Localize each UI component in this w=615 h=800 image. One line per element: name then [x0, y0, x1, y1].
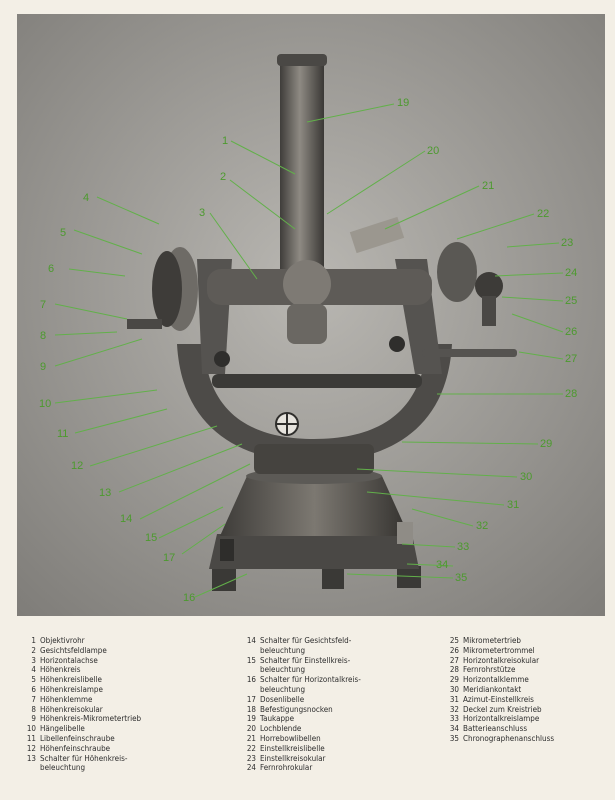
callout-27: 27	[565, 353, 577, 365]
callout-31: 31	[507, 499, 519, 511]
callout-15: 15	[145, 532, 157, 544]
callout-32: 32	[476, 520, 488, 532]
callout-35: 35	[455, 572, 467, 584]
callout-13: 13	[99, 487, 111, 499]
callout-2: 2	[220, 171, 226, 183]
callout-14: 14	[120, 513, 132, 525]
callout-numbers: 1 2 3 4 5 6 7 8 9 10 11 12 13 14 15 16 1…	[39, 97, 577, 604]
callout-24: 24	[565, 267, 577, 279]
callout-16: 16	[183, 592, 195, 604]
callout-26: 26	[565, 326, 577, 338]
callout-10: 10	[39, 398, 51, 410]
callout-11: 11	[57, 428, 68, 440]
callout-leaders	[54, 103, 564, 598]
callout-28: 28	[565, 388, 577, 400]
callout-19: 19	[397, 97, 409, 109]
callout-5: 5	[60, 227, 66, 239]
callout-22: 22	[537, 208, 549, 220]
callout-9: 9	[40, 361, 46, 373]
callout-1: 1	[222, 135, 228, 147]
callout-21: 21	[482, 180, 494, 192]
callout-23: 23	[561, 237, 573, 249]
callout-12: 12	[71, 460, 83, 472]
callout-29: 29	[540, 438, 552, 450]
callout-30: 30	[520, 471, 532, 483]
callout-8: 8	[40, 330, 46, 342]
callout-7: 7	[40, 299, 46, 311]
callout-34: 34	[436, 559, 448, 571]
callout-25: 25	[565, 295, 577, 307]
callout-3: 3	[199, 207, 205, 219]
callout-4: 4	[83, 192, 89, 204]
instrument-photo: 1 2 3 4 5 6 7 8 9 10 11 12 13 14 15 16 1…	[17, 14, 605, 616]
callout-20: 20	[427, 145, 439, 157]
callout-33: 33	[457, 541, 469, 553]
callout-17: 17	[163, 552, 175, 564]
theodolite-drawing	[127, 54, 517, 591]
callout-6: 6	[48, 263, 54, 275]
